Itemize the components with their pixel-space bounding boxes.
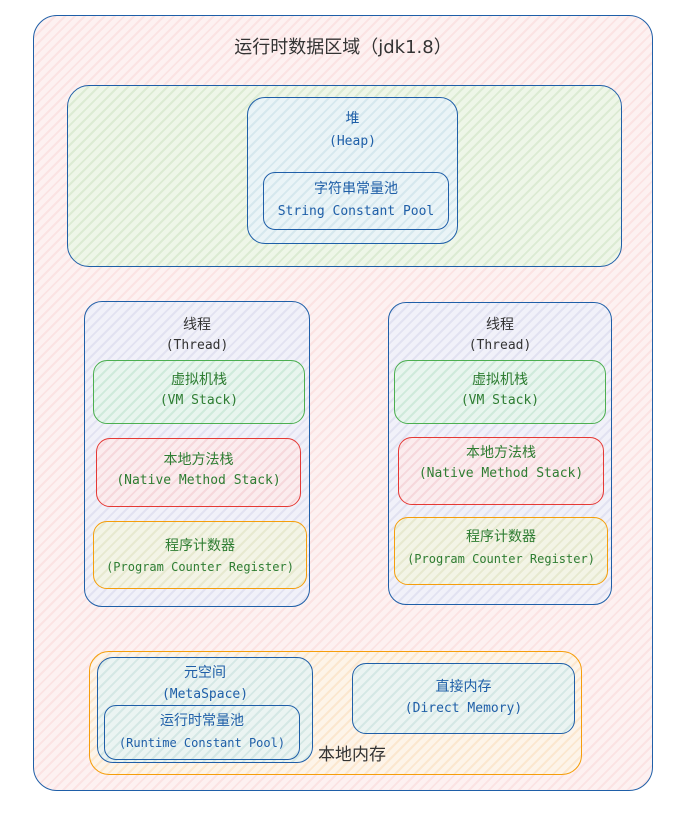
runtime-pool-label-cn: 运行时常量池 xyxy=(160,713,244,729)
thread-label-cn: 线程 xyxy=(183,317,211,333)
metaspace-label-cn: 元空间 xyxy=(184,665,226,681)
string-pool-label-cn: 字符串常量池 xyxy=(314,181,398,197)
string-pool-label-en: String Constant Pool xyxy=(277,204,435,219)
native-stack-label-en: (Native Method Stack) xyxy=(418,466,584,481)
pc-register-label-en: (Program Counter Register) xyxy=(407,552,595,566)
direct-memory-box: 直接内存 (Direct Memory) xyxy=(352,663,575,734)
runtime-pool-label-en: (Runtime Constant Pool) xyxy=(118,736,286,750)
native-memory-label: 本地内存 xyxy=(318,745,386,765)
program-counter-register: 程序计数器 (Program Counter Register) xyxy=(394,517,608,585)
native-stack-label-cn: 本地方法栈 xyxy=(466,445,536,461)
pc-register-label-cn: 程序计数器 xyxy=(466,529,536,545)
direct-memory-label-en: (Direct Memory) xyxy=(404,701,523,716)
native-method-stack: 本地方法栈 (Native Method Stack) xyxy=(398,437,604,505)
thread-label-en: (Thread) xyxy=(165,338,229,353)
program-counter-register: 程序计数器 (Program Counter Register) xyxy=(93,521,307,589)
native-stack-label-en: (Native Method Stack) xyxy=(116,473,281,488)
runtime-constant-pool: 运行时常量池 (Runtime Constant Pool) xyxy=(104,705,300,760)
thread-label-cn: 线程 xyxy=(486,317,514,333)
vm-stack-label-cn: 虚拟机栈 xyxy=(171,372,227,388)
heap-label-cn: 堆 xyxy=(345,111,360,127)
native-stack-label-cn: 本地方法栈 xyxy=(163,452,234,468)
heap-label-en: (Heap) xyxy=(329,134,376,149)
thread-label-en: (Thread) xyxy=(468,338,532,353)
pc-register-label-en: (Program Counter Register) xyxy=(106,560,294,574)
vm-stack-label-cn: 虚拟机栈 xyxy=(472,372,528,388)
native-method-stack: 本地方法栈 (Native Method Stack) xyxy=(96,438,301,507)
diagram-title: 运行时数据区域（jdk1.8） xyxy=(234,37,452,58)
metaspace-label-en: (MetaSpace) xyxy=(161,687,249,702)
vm-stack: 虚拟机栈 (VM Stack) xyxy=(93,360,305,424)
string-constant-pool: 字符串常量池 String Constant Pool xyxy=(263,172,449,230)
vm-stack-label-en: (VM Stack) xyxy=(159,393,239,408)
pc-register-label-cn: 程序计数器 xyxy=(165,538,235,554)
direct-memory-label-cn: 直接内存 xyxy=(435,679,492,695)
vm-stack: 虚拟机栈 (VM Stack) xyxy=(394,360,606,424)
vm-stack-label-en: (VM Stack) xyxy=(460,393,540,408)
